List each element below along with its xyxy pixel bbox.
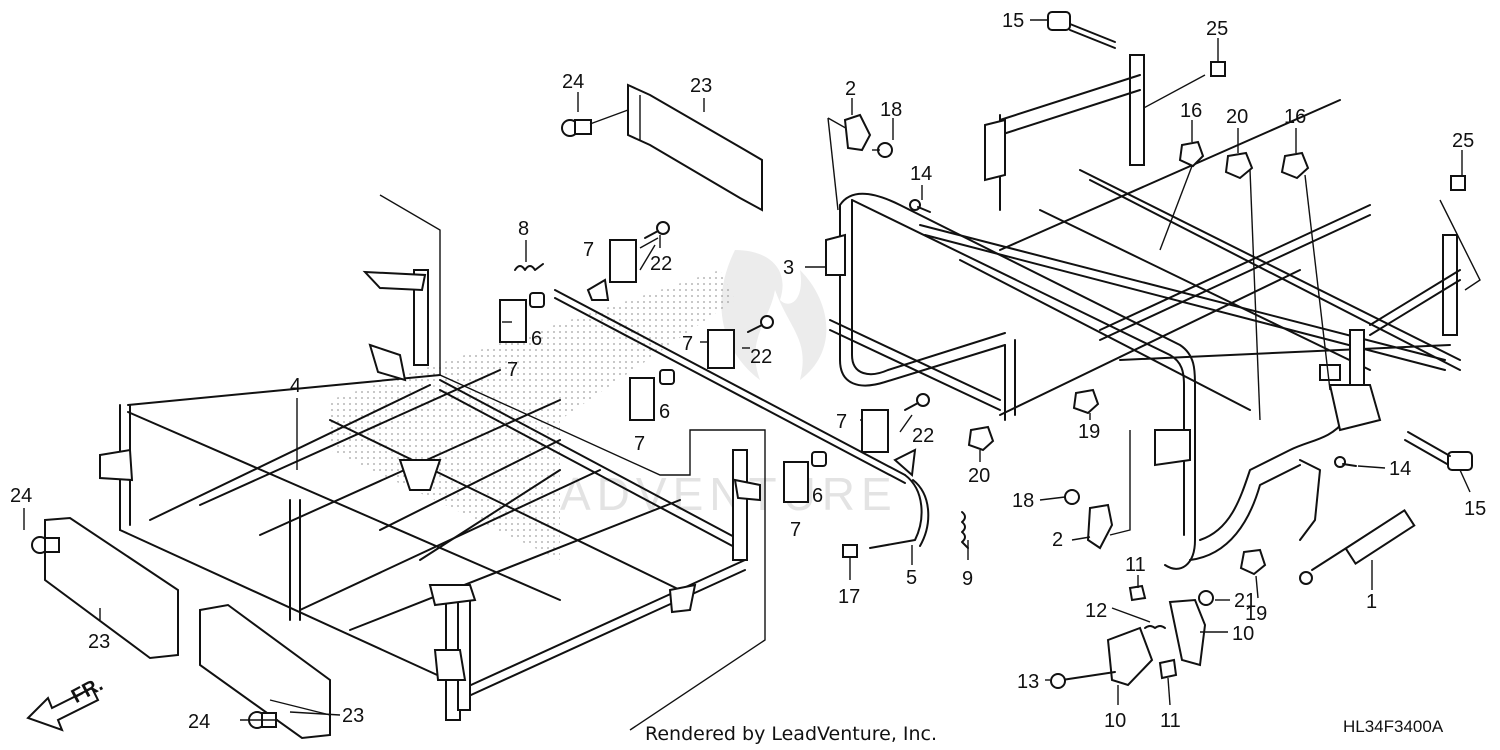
callout: 15: [1002, 10, 1024, 32]
watermark-text: ADVENTURE: [560, 468, 898, 520]
callout: 11: [1160, 710, 1181, 732]
callout: 4: [290, 375, 301, 397]
callout: 2: [845, 78, 856, 100]
callout: 3: [783, 257, 794, 279]
callout: 6: [531, 328, 542, 350]
callout: 2: [1052, 529, 1063, 551]
callout: 13: [1017, 671, 1039, 693]
callout: 7: [583, 239, 594, 261]
callout: 11: [1125, 554, 1146, 576]
callout: 1: [1366, 591, 1377, 613]
callout: 10: [1232, 623, 1254, 645]
callout: 12: [1085, 600, 1107, 622]
center-hardware: [499, 221, 969, 558]
rubber-pad-23-left: [44, 516, 179, 660]
callout: 19: [1078, 421, 1100, 443]
callout: 8: [518, 218, 529, 240]
callout: 7: [507, 359, 518, 381]
rubber-pad-23-top: [627, 83, 763, 212]
front-direction-marker: FR.: [26, 673, 107, 732]
callout: 14: [1389, 458, 1411, 480]
callout: 14: [910, 163, 932, 185]
callout: 22: [650, 253, 672, 275]
callout: 20: [968, 465, 990, 487]
callout: 7: [790, 519, 801, 541]
callout: 5: [906, 567, 917, 589]
rubber-pad-23-front: [199, 603, 331, 740]
clip-24-top: [561, 119, 592, 137]
callout: 24: [562, 71, 584, 93]
callout: 7: [836, 411, 847, 433]
clip-24-left: [31, 536, 60, 554]
callout: 21: [1234, 590, 1256, 612]
callout: 18: [1012, 490, 1034, 512]
drawing-code: HL34F3400A: [1343, 717, 1444, 736]
callout: 17: [838, 586, 860, 608]
callout: 24: [188, 711, 210, 733]
callout: 15: [1464, 498, 1486, 520]
right-bed-frame: [825, 54, 1481, 570]
callout: 19: [1245, 603, 1267, 625]
callout: 24: [10, 485, 32, 507]
footer-credit: Rendered by LeadVenture, Inc.: [645, 723, 937, 745]
callout: 16: [1180, 100, 1202, 122]
callout: 22: [912, 425, 934, 447]
callout: 9: [962, 568, 973, 590]
callout: 22: [750, 346, 772, 368]
callout-labels: 24 23 24 23 23 24 4 8 7 22 6 7 7 22 6 7 …: [10, 10, 1486, 733]
callout: 20: [1226, 106, 1248, 128]
callout: 23: [342, 705, 364, 727]
callout: 23: [690, 75, 712, 97]
callout: 6: [659, 401, 670, 423]
callout: 10: [1104, 710, 1126, 732]
left-bed-frame: [99, 194, 766, 731]
right-hardware: [843, 11, 1473, 689]
leader-lines: [23, 19, 1471, 721]
callout: 6: [812, 485, 823, 507]
callout: 16: [1284, 106, 1306, 128]
callout: 23: [88, 631, 110, 653]
callout: 7: [634, 433, 645, 455]
callout: 25: [1452, 130, 1474, 152]
callout: 18: [880, 99, 902, 121]
callout: 25: [1206, 18, 1228, 40]
callout: 7: [682, 333, 693, 355]
